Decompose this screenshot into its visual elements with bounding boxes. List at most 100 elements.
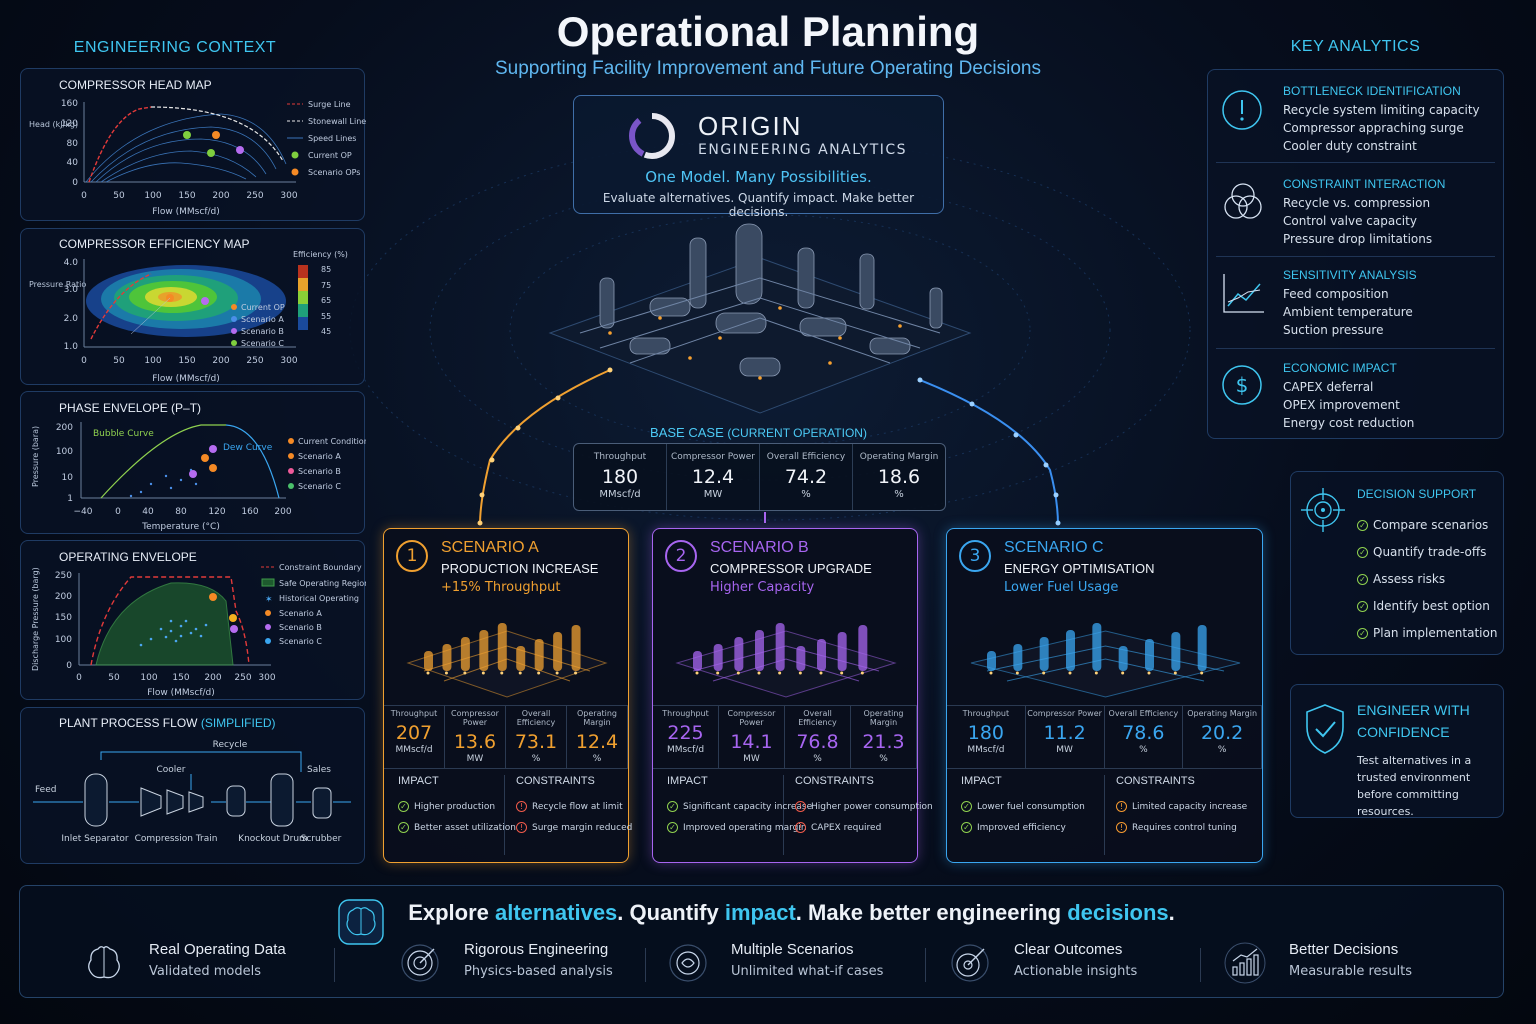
warning-icon: ! <box>516 801 527 812</box>
origin-brand: ORIGIN <box>698 111 803 141</box>
base-kpi-efficiency: Overall Efficiency 74.2 % <box>760 444 853 510</box>
eff-ytick: 2.0 <box>64 314 79 324</box>
phase-envelope-panel: PHASE ENVELOPE (P–T) Pressure (barа) 200… <box>20 391 366 534</box>
ds-item: ✓Assess risks <box>1357 572 1445 586</box>
eff-xtick: 200 <box>212 356 229 366</box>
op-xtick: 200 <box>204 673 221 683</box>
key-analytics-title: KEY ANALYTICS <box>1290 38 1421 55</box>
head-xtick: 250 <box>246 191 263 201</box>
eff-map-title: COMPRESSOR EFFICIENCY MAP <box>59 237 250 251</box>
impact-item: ✓Improved efficiency <box>961 822 1066 833</box>
check-icon: ✓ <box>667 801 678 812</box>
kpi-value: 13.6 <box>453 731 497 753</box>
decision-support-panel: DECISION SUPPORT ✓Compare scenarios ✓Qua… <box>1290 471 1504 655</box>
scenario-kpi: Operating Margin 20.2 % <box>1183 706 1262 768</box>
bottom-item-scenarios: Multiple Scenarios Unlimited what-if cas… <box>731 941 883 979</box>
phase-title: PHASE ENVELOPE (P–T) <box>59 401 202 415</box>
process-flow-diagram: Feed Recycle Cooler Sales Inlet Separato… <box>33 740 351 844</box>
kpi-label: Operating Margin <box>1187 709 1258 718</box>
eff-map-ylabel: Pressure Ratio <box>29 280 86 289</box>
decision-support-title: DECISION SUPPORT <box>1357 487 1477 501</box>
phase-xtick: 40 <box>142 507 154 517</box>
kpi-value: 18.6 <box>877 466 921 488</box>
ka-item-line: Recycle vs. compression <box>1283 196 1431 210</box>
op-ytick: 200 <box>55 592 72 602</box>
bottom-headline: Explore alternatives. Quantify impact. M… <box>20 900 1503 926</box>
svg-text:$: $ <box>1236 373 1249 397</box>
impact-item-label: Better asset utilization <box>414 823 516 833</box>
bottom-banner: Explore alternatives. Quantify impact. M… <box>19 885 1504 998</box>
kpi-label: Compressor Power <box>1027 709 1102 718</box>
head-ytick: 80 <box>67 139 79 149</box>
recycle-label: Recycle <box>213 740 248 750</box>
phase-xtick: 160 <box>241 507 258 517</box>
kpi-value: 12.4 <box>691 466 735 488</box>
impact-title: IMPACT <box>398 775 439 787</box>
eff-colorbar-tick: 85 <box>321 265 331 274</box>
kpi-unit: MMscf/d <box>395 745 433 755</box>
ds-item-label: Plan implementation <box>1373 626 1498 640</box>
check-icon: ✓ <box>1357 574 1368 585</box>
base-kpi-throughput: Throughput 180 MMscf/d <box>574 444 667 510</box>
phase-xtick: 120 <box>208 507 225 517</box>
eff-colorbar-tick: 65 <box>321 296 331 305</box>
headline-part: . Quantify <box>617 900 725 925</box>
head-xtick: 0 <box>81 191 87 201</box>
op-xtick: 250 <box>234 673 251 683</box>
check-icon: ✓ <box>961 822 972 833</box>
kpi-unit: % <box>1139 745 1148 755</box>
scenario-target-icon <box>669 944 707 982</box>
head-map-chart: Head (kJ/kg) 160 120 80 40 0 0 50 100 15… <box>29 99 366 217</box>
ds-item-label: Identify best option <box>1373 599 1490 613</box>
bottom-item-decisions: Better Decisions Measurable results <box>1289 941 1412 979</box>
op-legend: Constraint Boundary <box>279 563 362 572</box>
phase-chart: Pressure (barа) 200 100 10 1 −40 0 40 80… <box>31 422 366 532</box>
ka-item-line: Cooler duty constraint <box>1283 139 1417 153</box>
head-xtick: 300 <box>280 191 297 201</box>
head-ytick: 40 <box>67 158 79 168</box>
bottom-item-desc: Unlimited what-if cases <box>731 964 884 979</box>
page-title: Operational Planning <box>556 8 980 55</box>
impact-item: ✓Improved operating margin <box>667 822 807 833</box>
warning-icon: ! <box>1116 801 1127 812</box>
kpi-unit: MMscf/d <box>666 745 705 755</box>
phase-legend: Scenario C <box>298 482 341 491</box>
check-icon: ✓ <box>398 822 409 833</box>
head-xtick: 100 <box>144 191 161 201</box>
base-kpi-margin: Operating Margin 18.6 % <box>853 444 945 510</box>
ka-item-title: ECONOMIC IMPACT <box>1283 361 1397 375</box>
compressor-efficiency-map-panel: COMPRESSOR EFFICIENCY MAP Pressure Ratio… <box>20 228 365 385</box>
base-case-title-main: BASE CASE <box>650 425 724 440</box>
page-subtitle: Supporting Facility Improvement and Futu… <box>495 58 1041 79</box>
kpi-value: 11.2 <box>1043 722 1086 744</box>
eff-colorbar-tick: 45 <box>321 327 331 336</box>
impact-title: IMPACT <box>667 775 708 787</box>
op-env-ylabel: Discharge Pressure (barg) <box>31 567 40 671</box>
eff-colorbar-title: Efficiency (%) <box>293 250 348 259</box>
check-icon: ✓ <box>667 822 678 833</box>
eff-colorbar-tick: 55 <box>321 312 331 321</box>
kpi-label: Operating Margin <box>577 709 617 727</box>
origin-logo-icon <box>629 113 675 159</box>
scenario-number-badge: 2 <box>665 540 697 572</box>
constraint-item-label: Limited capacity increase <box>1132 802 1248 812</box>
origin-tagline-2: Evaluate alternatives. Quantify impact. … <box>602 191 915 219</box>
bubble-curve-label: Bubble Curve <box>93 429 154 439</box>
op-ytick: 150 <box>55 613 72 623</box>
kpi-label: Throughput <box>390 709 438 718</box>
kpi-value: 73.1 <box>514 731 558 753</box>
scenario-kpi: Compressor Power 13.6 MW <box>445 706 506 768</box>
impact-item-label: Significant capacity increase <box>683 802 813 812</box>
process-title-highlight: (SIMPLIFIED) <box>200 716 276 730</box>
engineering-context-title: ENGINEERING CONTEXT <box>73 39 277 56</box>
phase-legend: Current Condition <box>298 437 366 446</box>
phase-legend: Scenario A <box>298 452 341 461</box>
bottom-item-title: Better Decisions <box>1289 941 1399 958</box>
constraints-title: CONSTRAINTS <box>516 775 595 787</box>
impact-item: ✓Higher production <box>398 801 495 812</box>
warning-icon: ! <box>516 822 527 833</box>
brain-icon <box>88 946 120 979</box>
